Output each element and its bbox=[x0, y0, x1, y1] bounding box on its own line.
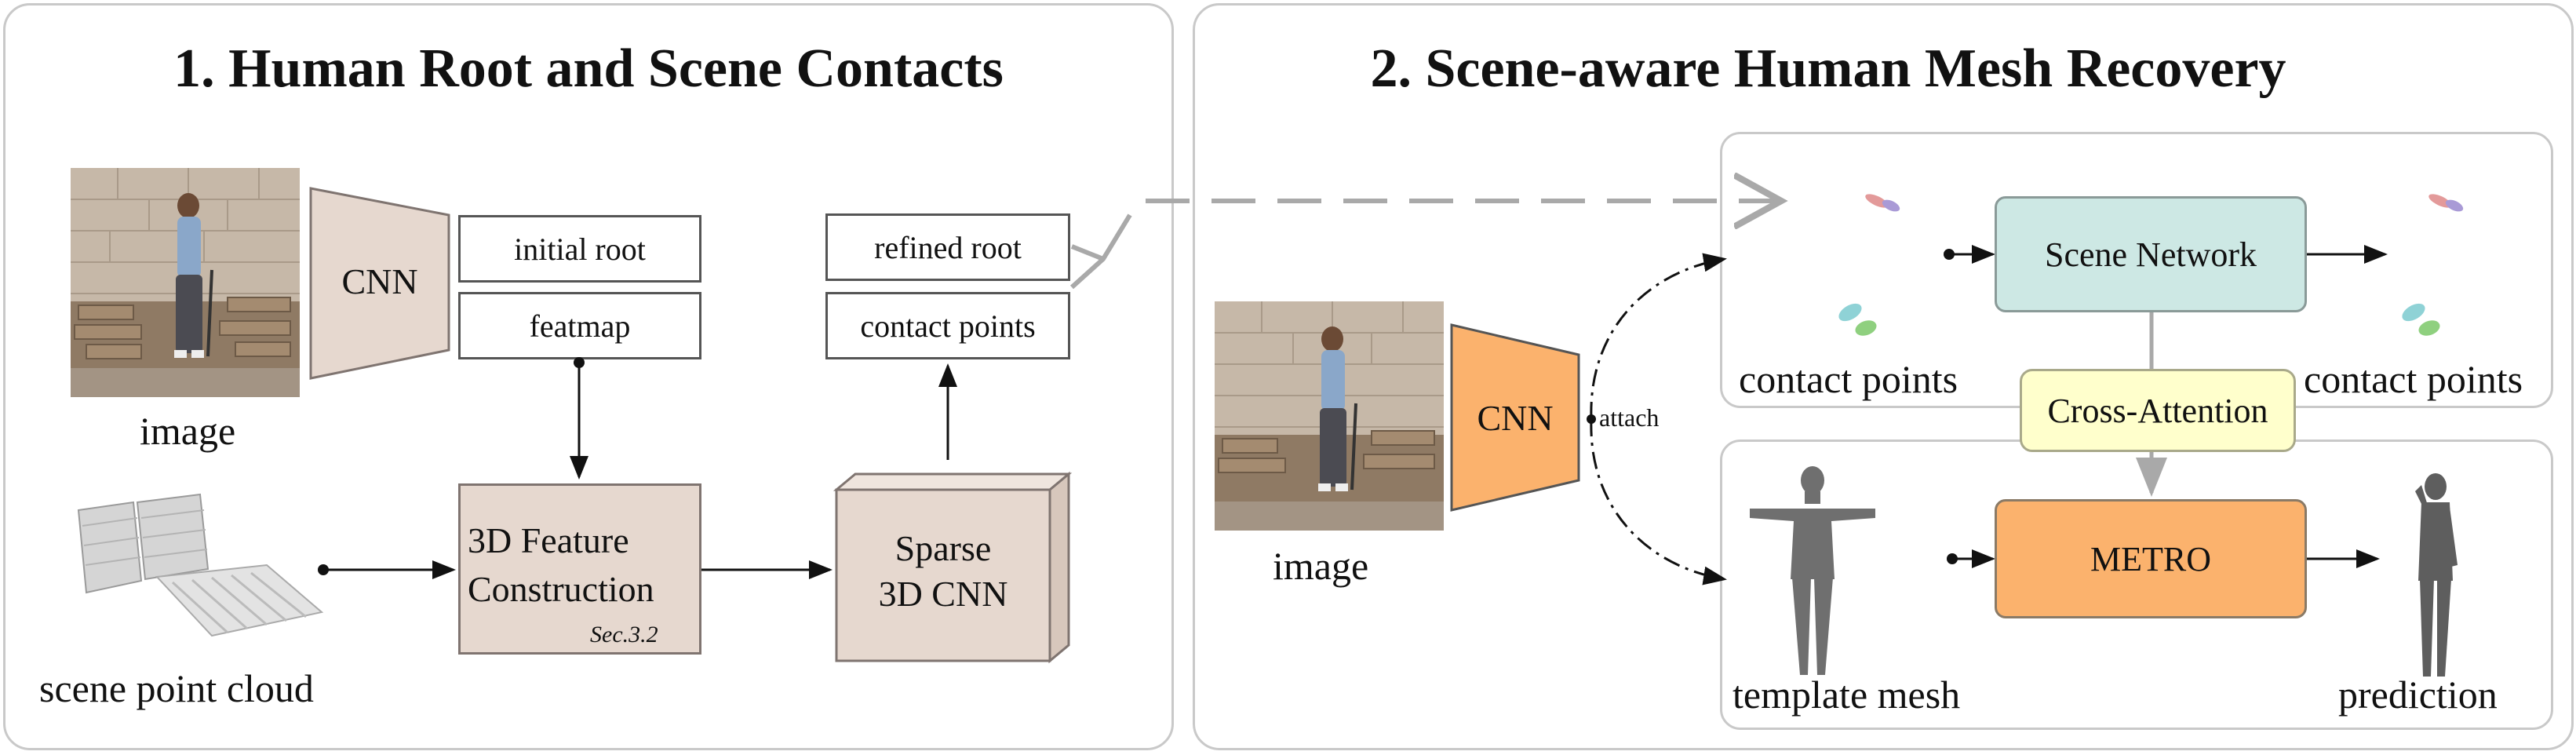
panel1-title: 1. Human Root and Scene Contacts bbox=[173, 38, 1004, 99]
metro-box: METRO bbox=[1995, 499, 2307, 618]
cnn-label-2: CNN bbox=[1477, 398, 1554, 438]
person-photo-illustration-2 bbox=[1215, 301, 1444, 531]
image-caption-2: image bbox=[1273, 544, 1369, 588]
feature-box-line1: 3D Feature bbox=[468, 520, 629, 560]
panel1-arrows bbox=[318, 213, 1132, 579]
scene-point-cloud bbox=[77, 493, 324, 637]
prediction-caption: prediction bbox=[2338, 673, 2498, 717]
scene-network-box: Scene Network bbox=[1995, 196, 2307, 312]
feature-construction-box bbox=[458, 483, 701, 655]
image-caption-1: image bbox=[140, 409, 236, 453]
cnn-label-1: CNN bbox=[341, 261, 418, 301]
initial-root-box: initial root bbox=[458, 215, 701, 283]
template-mesh-figure bbox=[1750, 466, 1875, 675]
prediction-figure bbox=[2415, 473, 2458, 677]
contact-blobs-right bbox=[2402, 194, 2464, 336]
input-image-2 bbox=[1215, 301, 1444, 531]
scene-point-cloud-caption: scene point cloud bbox=[39, 666, 314, 710]
person-photo-illustration bbox=[71, 168, 300, 397]
template-mesh-caption: template mesh bbox=[1733, 673, 1961, 717]
cnn-encoder-2 bbox=[1450, 323, 1580, 512]
refined-root-box: refined root bbox=[825, 213, 1070, 281]
contact-points-box: contact points bbox=[825, 292, 1070, 359]
contact-blobs-left bbox=[1838, 194, 1900, 336]
panel1-shapes bbox=[309, 187, 450, 380]
contact-points-right-caption: contact points bbox=[2304, 357, 2523, 401]
contact-points-left-caption: contact points bbox=[1739, 357, 1958, 401]
panel2-title: 2. Scene-aware Human Mesh Recovery bbox=[1370, 38, 2286, 99]
featmap-box: featmap bbox=[458, 292, 701, 359]
sparse-line2: 3D CNN bbox=[878, 574, 1008, 614]
cnn-encoder-1 bbox=[309, 187, 450, 380]
input-image-1 bbox=[71, 168, 300, 397]
cross-attention-box: Cross-Attention bbox=[2020, 369, 2296, 452]
attach-label: attach bbox=[1599, 403, 1660, 432]
feature-box-ref: Sec.3.2 bbox=[590, 622, 658, 647]
feature-box-line2: Construction bbox=[468, 569, 654, 609]
sparse-line1: Sparse bbox=[894, 528, 992, 568]
sparse-cnn-cube bbox=[833, 471, 1073, 664]
